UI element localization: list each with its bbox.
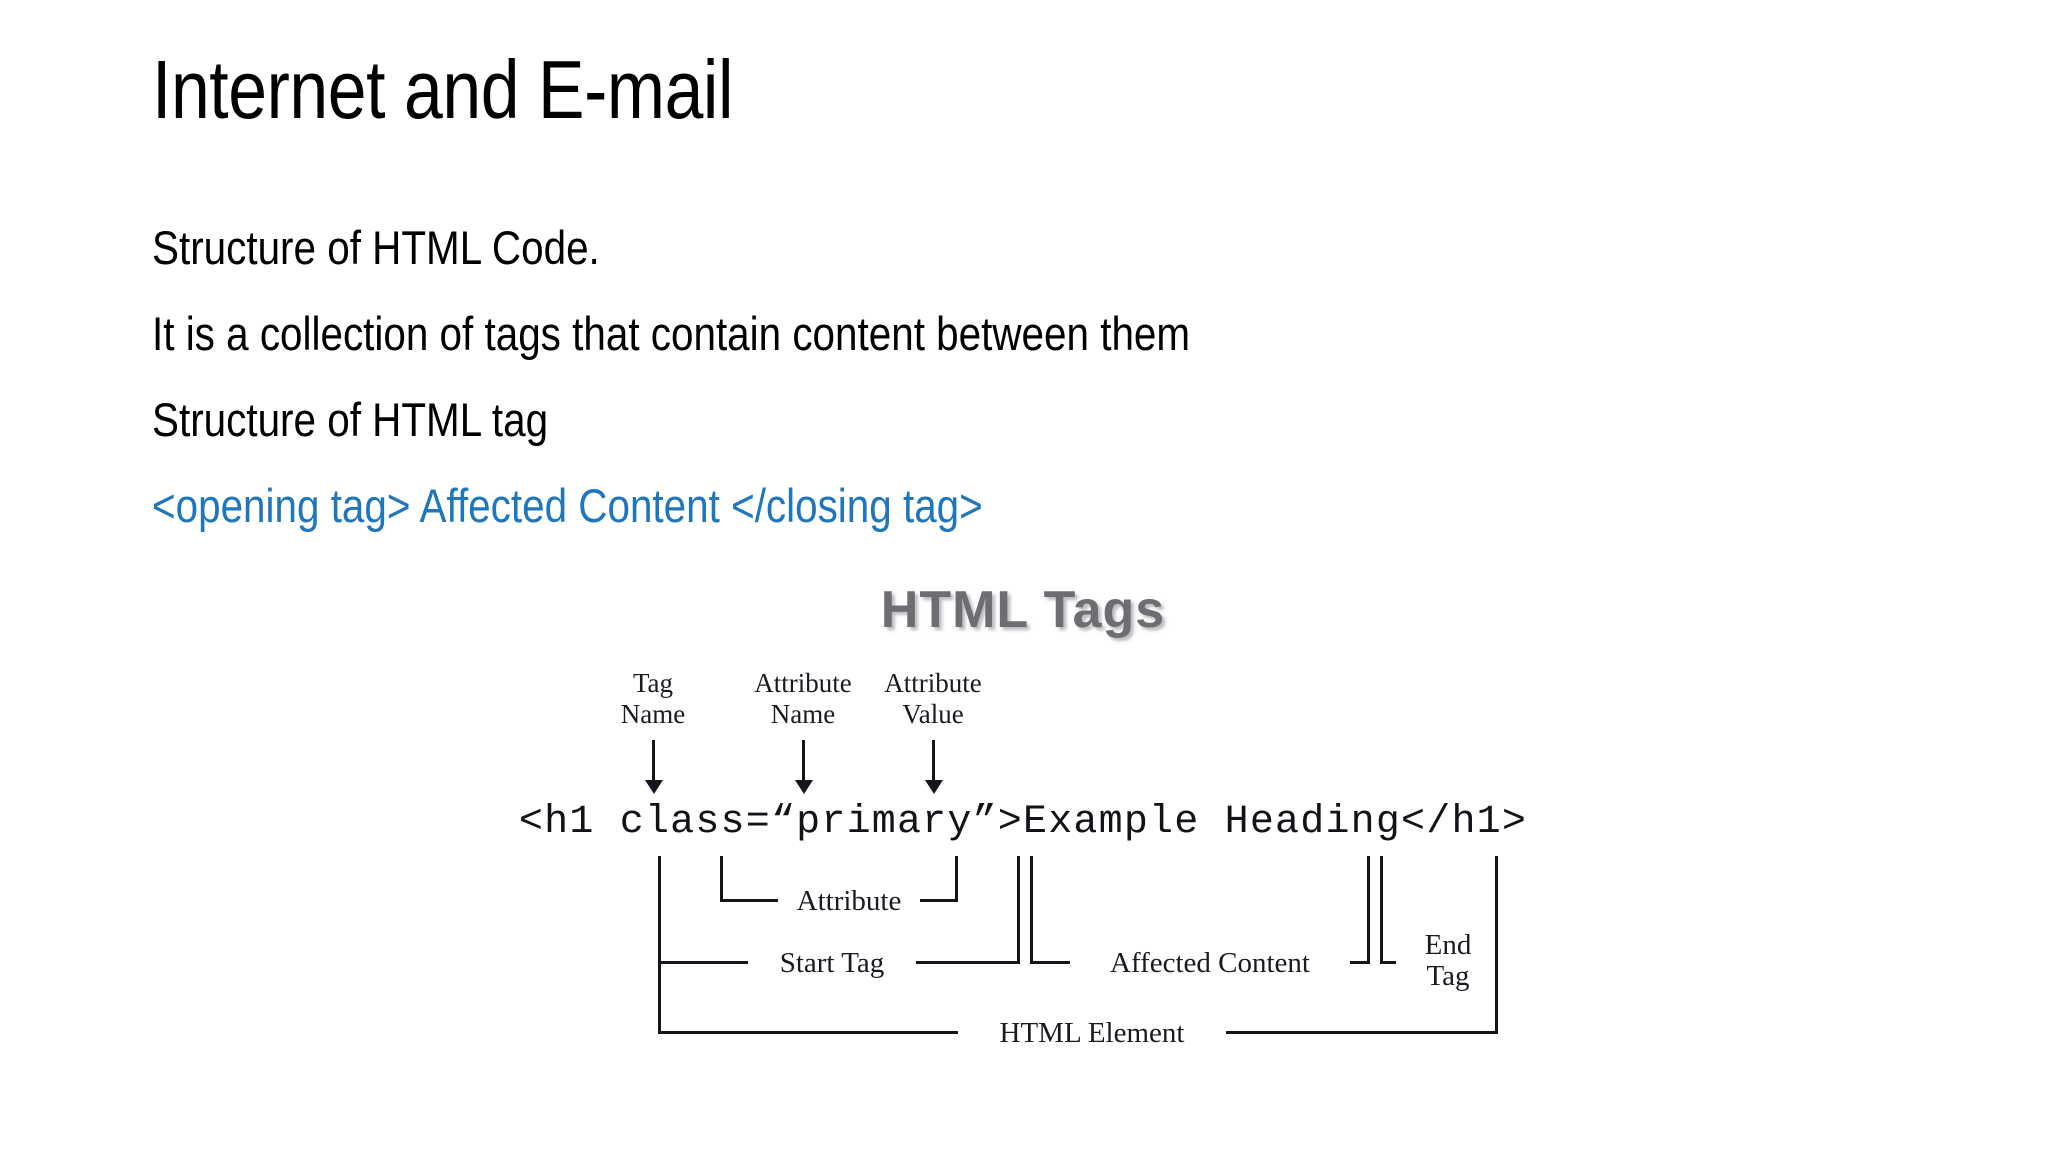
html-tags-figure: HTML Tags Tag Name Attribute Name Attrib… bbox=[258, 572, 1788, 1072]
bracket-html-element bbox=[658, 856, 1498, 1034]
arrow-head-attribute-value bbox=[925, 780, 943, 794]
arrow-shaft-attribute-value bbox=[932, 740, 935, 784]
bracket-label-attribute: Attribute bbox=[778, 886, 920, 917]
bracket-label-end-tag: End Tag bbox=[1396, 930, 1500, 992]
arrow-shaft-attribute-name bbox=[802, 740, 805, 784]
callout-attribute-name: Attribute Name bbox=[754, 668, 852, 729]
bracket-label-start-tag: Start Tag bbox=[748, 948, 916, 979]
arrow-head-tag-name bbox=[645, 780, 663, 794]
body-line-4-tag-syntax: <opening tag> Affected Content </closing… bbox=[152, 479, 983, 532]
body-line-1: Structure of HTML Code. bbox=[152, 221, 600, 274]
bracket-label-affected-content: Affected Content bbox=[1070, 948, 1350, 979]
html-tag-anatomy-diagram: Tag Name Attribute Name Attribute Value … bbox=[258, 668, 1788, 1068]
arrow-head-attribute-name bbox=[795, 780, 813, 794]
bracket-label-html-element: HTML Element bbox=[958, 1018, 1226, 1049]
figure-heading: HTML Tags bbox=[880, 581, 1166, 639]
code-sample: <h1 class=“primary”>Example Heading</h1> bbox=[518, 800, 1528, 845]
body-line-2: It is a collection of tags that contain … bbox=[152, 307, 1191, 360]
callout-attribute-value: Attribute Value bbox=[884, 668, 982, 729]
body-text-block: Structure of HTML Code. It is a collecti… bbox=[152, 205, 1912, 549]
body-line-3: Structure of HTML tag bbox=[152, 393, 549, 446]
arrow-shaft-tag-name bbox=[652, 740, 655, 784]
page-title: Internet and E-mail bbox=[152, 43, 734, 136]
callout-tag-name: Tag Name bbox=[620, 668, 686, 729]
